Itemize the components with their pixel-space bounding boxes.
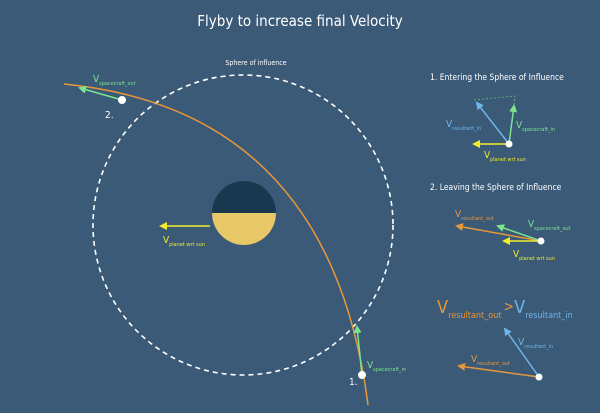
panel2-heading: 2. Leaving the Sphere of Influence — [430, 183, 562, 193]
exit-point-marker — [118, 96, 126, 104]
panel1-spacecraft-arrow — [508, 104, 518, 145]
planet-velocity-label: Vplanet wrt sun — [163, 235, 205, 248]
panel1-planet-label: Vplanet wrt sun — [484, 150, 526, 163]
spacecraft-in-arrow — [353, 325, 363, 376]
panel2-planet-label: Vplanet wrt sun — [513, 249, 555, 262]
panel1-resultant-label: Vresultant_in — [446, 119, 481, 132]
panel2-origin-point — [537, 237, 545, 245]
spacecraft-out-label: Vspacecraft_out — [93, 74, 136, 87]
panel-entering: 1. Entering the Sphere of Influence Vres… — [430, 73, 564, 163]
panel-comparison: Vresultant_in Vresultant_out — [457, 327, 553, 381]
point-1-label: 1. — [349, 377, 358, 388]
panel3-origin-point — [535, 373, 543, 381]
sphere-of-influence-label: Sphere of influence — [225, 59, 286, 67]
spacecraft-trajectory — [63, 83, 369, 406]
panel1-resultant-arrow — [475, 101, 510, 145]
panel1-heading: 1. Entering the Sphere of Influence — [430, 73, 564, 83]
spacecraft-in-label: Vspacecraft_in — [367, 360, 406, 373]
panel3-resultant-in-arrow — [503, 327, 540, 378]
panel3-resultant-out-arrow — [457, 362, 540, 378]
panel1-spacecraft-label: Vspacecraft_in — [516, 120, 555, 133]
point-2-label: 2. — [105, 110, 114, 121]
panel2-spacecraft-label: Vspacecraft_out — [528, 219, 571, 232]
panel2-resultant-label: Vresultant_out — [455, 209, 494, 222]
entry-point-marker — [358, 371, 366, 379]
sphere-of-influence-circle — [92, 74, 394, 376]
diagram-title: Flyby to increase final Velocity — [197, 12, 402, 30]
panel2-resultant-arrow — [455, 223, 542, 242]
planet — [212, 181, 276, 245]
spacecraft-out-arrow — [78, 85, 123, 101]
panel1-origin-point — [505, 140, 513, 148]
velocity-comparison: Vresultant_out>Vresultant_in — [437, 297, 573, 321]
panel2-spacecraft-arrow — [496, 224, 542, 242]
panel3-resultant-out-label: Vresultant_out — [471, 354, 510, 367]
panel-leaving: 2. Leaving the Sphere of Influence Vresu… — [430, 183, 571, 262]
panel1-parallelogram-guide — [473, 95, 516, 145]
panel3-resultant-in-label: Vresultant_in — [518, 337, 553, 350]
